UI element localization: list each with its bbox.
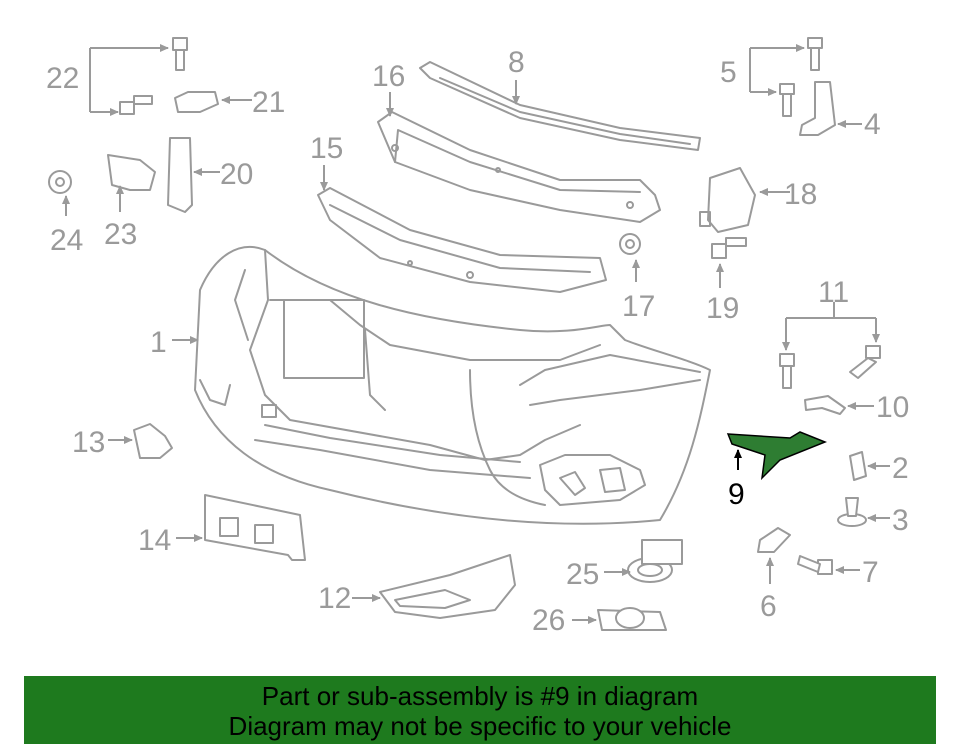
callout-17: 17 <box>622 290 655 323</box>
parts-diagram: 22 21 20 23 24 16 8 15 5 4 18 17 19 1 11… <box>46 37 909 637</box>
part-1-bumper-cover <box>194 245 711 525</box>
part-10-clip <box>804 395 846 415</box>
callout-6: 6 <box>760 590 777 623</box>
callout-2: 2 <box>892 452 909 485</box>
callout-14: 14 <box>138 524 171 557</box>
part-16-reinforcement <box>377 111 661 223</box>
callout-15: 15 <box>310 132 343 165</box>
part-19-bolt <box>711 237 747 259</box>
part-12-fog-trim <box>379 554 516 619</box>
part-7-bolt <box>797 555 833 575</box>
callout-22: 22 <box>46 62 79 95</box>
callout-labels: 22 21 20 23 24 16 8 15 5 4 18 17 19 1 11… <box>46 46 909 637</box>
callout-26: 26 <box>532 604 565 637</box>
part-8-retainer <box>419 61 701 151</box>
part-20-bracket <box>167 137 193 213</box>
callout-21: 21 <box>252 86 285 119</box>
info-banner: Part or sub-assembly is #9 in diagram Di… <box>24 676 936 744</box>
callout-18: 18 <box>784 178 817 211</box>
callout-1: 1 <box>150 326 167 359</box>
part-3-pin <box>837 497 867 527</box>
callout-19: 19 <box>706 292 739 325</box>
part-25-sensor <box>627 539 683 583</box>
callout-13: 13 <box>72 426 105 459</box>
callout-16: 16 <box>372 60 405 93</box>
callout-3: 3 <box>892 504 909 537</box>
part-9-deflector-highlighted <box>726 431 828 481</box>
part-5-bolts <box>779 37 823 117</box>
part-6-bracket <box>757 527 791 553</box>
part-23-bracket <box>107 154 156 191</box>
part-4-bracket <box>799 81 836 136</box>
callout-12: 12 <box>318 582 351 615</box>
part-24-nut <box>48 170 72 194</box>
part-2-clip <box>849 451 867 481</box>
banner-line-2: Diagram may not be specific to your vehi… <box>228 711 732 741</box>
part-18-block <box>699 167 756 233</box>
callout-25: 25 <box>566 558 599 591</box>
part-21-clip <box>174 91 219 113</box>
part-22-bolts <box>119 37 188 115</box>
callout-8: 8 <box>508 46 525 79</box>
banner-line-1: Part or sub-assembly is #9 in diagram <box>261 681 699 711</box>
part-26-holder <box>597 607 667 631</box>
callout-9: 9 <box>728 478 745 511</box>
part-13-cap <box>133 423 173 459</box>
callout-23: 23 <box>104 218 137 251</box>
callout-7: 7 <box>862 556 879 589</box>
callout-5: 5 <box>720 56 737 89</box>
callout-11: 11 <box>818 276 849 309</box>
callout-10: 10 <box>876 391 909 424</box>
callout-20: 20 <box>220 158 253 191</box>
callout-24: 24 <box>50 224 83 257</box>
part-14-license-bracket <box>204 494 306 561</box>
part-17-nut <box>619 233 641 255</box>
callout-4: 4 <box>864 108 881 141</box>
part-15-absorber <box>317 187 607 293</box>
part-11-bolts <box>779 345 881 389</box>
callout-lines <box>62 44 890 624</box>
